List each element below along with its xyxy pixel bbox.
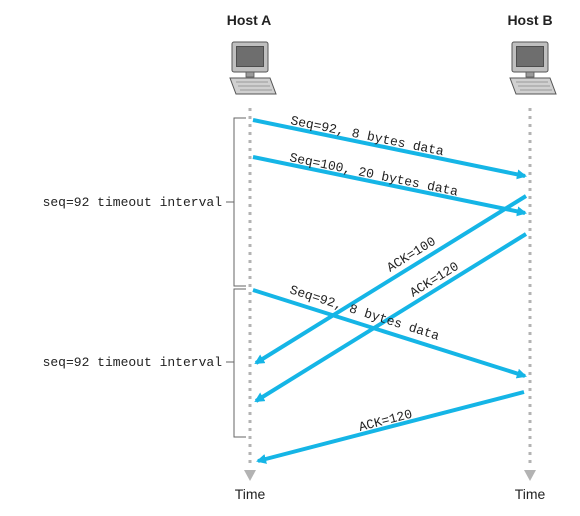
message-label-seq92: Seq=92, 8 bytes data xyxy=(289,113,445,159)
ack-arrow-120 xyxy=(254,232,528,403)
ack-arrow-120-final xyxy=(256,390,525,464)
host-a-time-label: Time xyxy=(235,486,266,502)
ack-arrow-100 xyxy=(254,194,528,365)
segment-arrow-seq92-retransmit xyxy=(252,288,527,379)
message-label-ack120-final: ACK=120 xyxy=(357,407,414,435)
host-b-computer-icon xyxy=(509,41,557,95)
timeout-bracket-2 xyxy=(233,288,246,438)
host-a-title: Host A xyxy=(227,12,272,28)
segment-arrow-seq100 xyxy=(252,155,527,217)
host-a-computer-icon xyxy=(229,41,277,95)
segment-arrow-seq92 xyxy=(252,118,527,180)
host-a-time-arrowhead xyxy=(244,470,256,481)
timeout-label-1: seq=92 timeout interval xyxy=(43,195,223,210)
timeout-bracket-1 xyxy=(233,117,246,287)
host-b-time-arrowhead xyxy=(524,470,536,481)
host-b-title: Host B xyxy=(507,12,552,28)
host-b-time-label: Time xyxy=(515,486,546,502)
timeout-label-2: seq=92 timeout interval xyxy=(43,355,223,370)
